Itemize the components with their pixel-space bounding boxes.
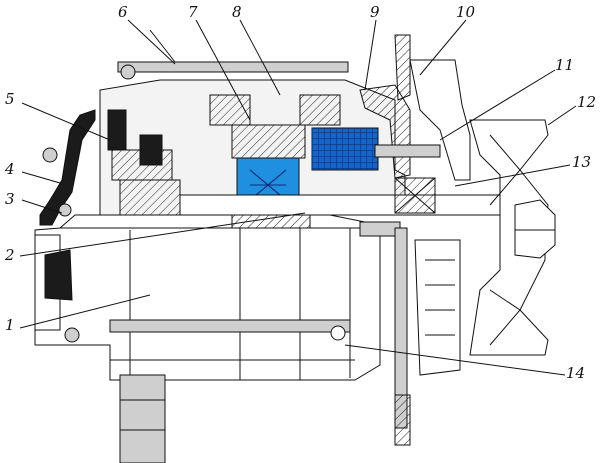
- callout-14: 14: [566, 364, 586, 382]
- callout-6: 6: [118, 3, 128, 21]
- callout-12: 12: [577, 93, 597, 111]
- callout-10: 10: [456, 3, 476, 21]
- pulley: [469, 119, 556, 356]
- housing: [34, 214, 381, 381]
- callout-2: 2: [5, 246, 15, 264]
- callout-4: 4: [5, 160, 15, 178]
- leader-lines: [19, 19, 577, 376]
- callout-9: 9: [370, 3, 380, 21]
- shaft: [179, 144, 541, 237]
- callout-5: 5: [5, 90, 15, 108]
- stator-winding: [311, 127, 379, 171]
- callout-11: 11: [555, 56, 575, 74]
- callout-13: 13: [572, 153, 592, 171]
- callout-3: 3: [5, 190, 15, 208]
- callout-7: 7: [188, 3, 198, 21]
- callout-1: 1: [5, 316, 15, 334]
- callout-8: 8: [232, 3, 242, 21]
- fan: [394, 59, 471, 446]
- rear-end: [34, 234, 351, 463]
